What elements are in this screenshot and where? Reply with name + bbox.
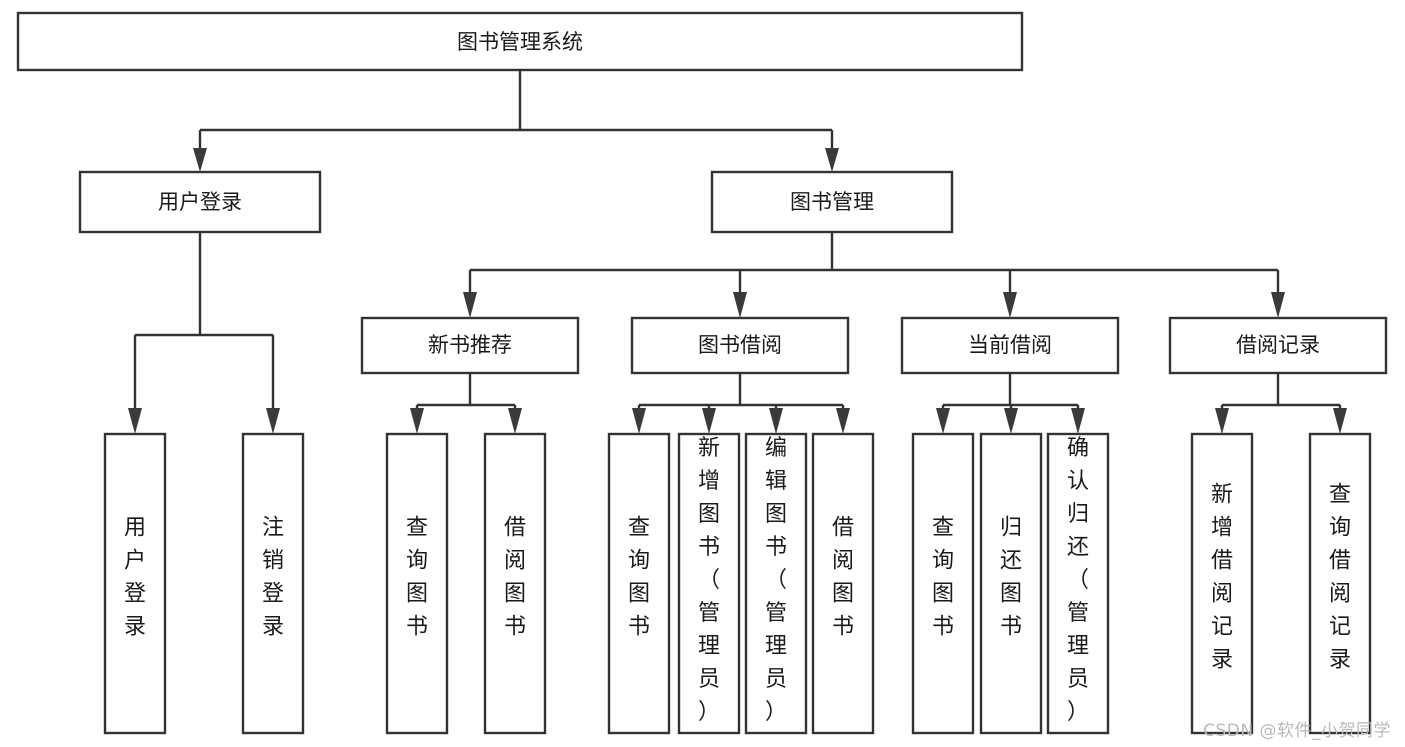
leaf-borrow-record-2-label: 查询借阅记录 xyxy=(1329,483,1351,673)
leaf-borrow-record-2[interactable]: 查询借阅记录 xyxy=(1308,432,1372,735)
leaf-new-book-1-label: 查询图书 xyxy=(406,516,428,640)
arrow-head-borrowrecord-leaf-1 xyxy=(1215,408,1229,434)
csdn-watermark: CSDN @软件_小贺同学 xyxy=(1203,721,1391,741)
arrow-head-user-leaf-2 xyxy=(266,408,280,434)
leaf-book-borrow-2[interactable]: 新增图书（管理员） xyxy=(677,432,741,735)
arrow-head-book-manage xyxy=(825,148,839,172)
leaf-user-login-2[interactable]: 注销登录 xyxy=(241,432,305,735)
leaf-book-borrow-1-box[interactable] xyxy=(607,432,671,735)
arrow-head-user-leaf-1 xyxy=(128,408,142,434)
leaf-book-borrow-4-label: 借阅图书 xyxy=(832,516,854,640)
node-root-label: 图书管理系统 xyxy=(457,30,583,54)
leaf-borrow-record-1[interactable]: 新增借阅记录 xyxy=(1190,432,1254,735)
leaf-user-login-2-box[interactable] xyxy=(241,432,305,735)
connector-layer xyxy=(128,70,1347,434)
leaf-book-borrow-3[interactable]: 编辑图书（管理员） xyxy=(744,432,808,735)
leaf-book-borrow-2-label: 新增图书（管理员） xyxy=(698,436,720,725)
arrow-head-newbook-leaf-2 xyxy=(508,408,522,434)
arrow-head-borrow-record xyxy=(1271,292,1285,318)
node-current-borrow-box[interactable] xyxy=(900,316,1120,375)
leaf-new-book-1-box[interactable] xyxy=(385,432,449,735)
node-book-borrow-box[interactable] xyxy=(630,316,850,375)
node-root-box[interactable] xyxy=(16,11,1024,72)
leaf-user-login-1[interactable]: 用户登录 xyxy=(103,432,167,735)
leaf-current-borrow-2[interactable]: 归还图书 xyxy=(979,432,1043,735)
node-current-borrow-label: 当前借阅 xyxy=(968,333,1052,357)
arrow-head-bookborrow-leaf-1 xyxy=(632,408,646,434)
node-root[interactable]: 图书管理系统 xyxy=(16,11,1024,72)
node-borrow-record-label: 借阅记录 xyxy=(1236,333,1320,357)
node-book-borrow[interactable]: 图书借阅 xyxy=(630,316,850,375)
arrow-head-bookborrow-leaf-2 xyxy=(702,408,716,434)
node-borrow-record-box[interactable] xyxy=(1168,316,1388,375)
leaf-borrow-record-1-box[interactable] xyxy=(1190,432,1254,735)
leaf-book-borrow-3-box[interactable] xyxy=(744,432,808,735)
node-book-borrow-label: 图书借阅 xyxy=(698,333,782,357)
node-new-book-recommend-box[interactable] xyxy=(360,316,580,375)
leaf-current-borrow-1-label: 查询图书 xyxy=(932,516,954,640)
leaf-current-borrow-3[interactable]: 确认归还（管理员） xyxy=(1046,432,1110,735)
arrow-head-currentborrow-leaf-2 xyxy=(1004,408,1018,434)
arrow-head-bookborrow-leaf-3 xyxy=(769,408,783,434)
arrow-head-current-borrow xyxy=(1003,292,1017,318)
node-book-manage[interactable]: 图书管理 xyxy=(710,170,954,234)
leaf-book-borrow-2-box[interactable] xyxy=(677,432,741,735)
arrow-head-book-borrow xyxy=(733,292,747,318)
leaf-new-book-2-box[interactable] xyxy=(483,432,547,735)
node-new-book-recommend-label: 新书推荐 xyxy=(428,333,512,357)
leaf-book-borrow-3-label: 编辑图书（管理员） xyxy=(765,436,787,725)
leaf-book-borrow-1-label: 查询图书 xyxy=(628,516,650,640)
leaf-borrow-record-2-box[interactable] xyxy=(1308,432,1372,735)
node-borrow-record[interactable]: 借阅记录 xyxy=(1168,316,1388,375)
arrow-head-borrowrecord-leaf-2 xyxy=(1333,408,1347,434)
node-user-login-box[interactable] xyxy=(78,170,322,234)
node-book-manage-label: 图书管理 xyxy=(790,190,874,214)
arrow-head-bookborrow-leaf-4 xyxy=(836,408,850,434)
leaf-new-book-1[interactable]: 查询图书 xyxy=(385,432,449,735)
arrow-head-newbook-leaf-1 xyxy=(410,408,424,434)
arrow-head-currentborrow-leaf-1 xyxy=(936,408,950,434)
leaf-current-borrow-1-box[interactable] xyxy=(911,432,975,735)
node-new-book-recommend[interactable]: 新书推荐 xyxy=(360,316,580,375)
arrow-head-currentborrow-leaf-3 xyxy=(1071,408,1085,434)
node-book-manage-box[interactable] xyxy=(710,170,954,234)
leaf-new-book-2-label: 借阅图书 xyxy=(504,516,526,640)
leaf-current-borrow-2-label: 归还图书 xyxy=(1000,516,1022,640)
node-current-borrow[interactable]: 当前借阅 xyxy=(900,316,1120,375)
leaf-current-borrow-3-label: 确认归还（管理员） xyxy=(1067,436,1089,725)
leaf-book-borrow-4[interactable]: 借阅图书 xyxy=(811,432,875,735)
leaf-borrow-record-1-label: 新增借阅记录 xyxy=(1211,483,1233,673)
leaf-book-borrow-1[interactable]: 查询图书 xyxy=(607,432,671,735)
leaf-current-borrow-3-box[interactable] xyxy=(1046,432,1110,735)
node-user-login-label: 用户登录 xyxy=(158,190,242,214)
node-user-login[interactable]: 用户登录 xyxy=(78,170,322,234)
arrow-head-new-book xyxy=(463,292,477,318)
leaf-current-borrow-1[interactable]: 查询图书 xyxy=(911,432,975,735)
arrow-head-user-login xyxy=(193,148,207,172)
leaf-user-login-2-label: 注销登录 xyxy=(262,516,284,640)
leaf-current-borrow-2-box[interactable] xyxy=(979,432,1043,735)
leaf-user-login-1-box[interactable] xyxy=(103,432,167,735)
leaf-new-book-2[interactable]: 借阅图书 xyxy=(483,432,547,735)
leaf-book-borrow-4-box[interactable] xyxy=(811,432,875,735)
leaf-user-login-1-label: 用户登录 xyxy=(124,516,146,640)
